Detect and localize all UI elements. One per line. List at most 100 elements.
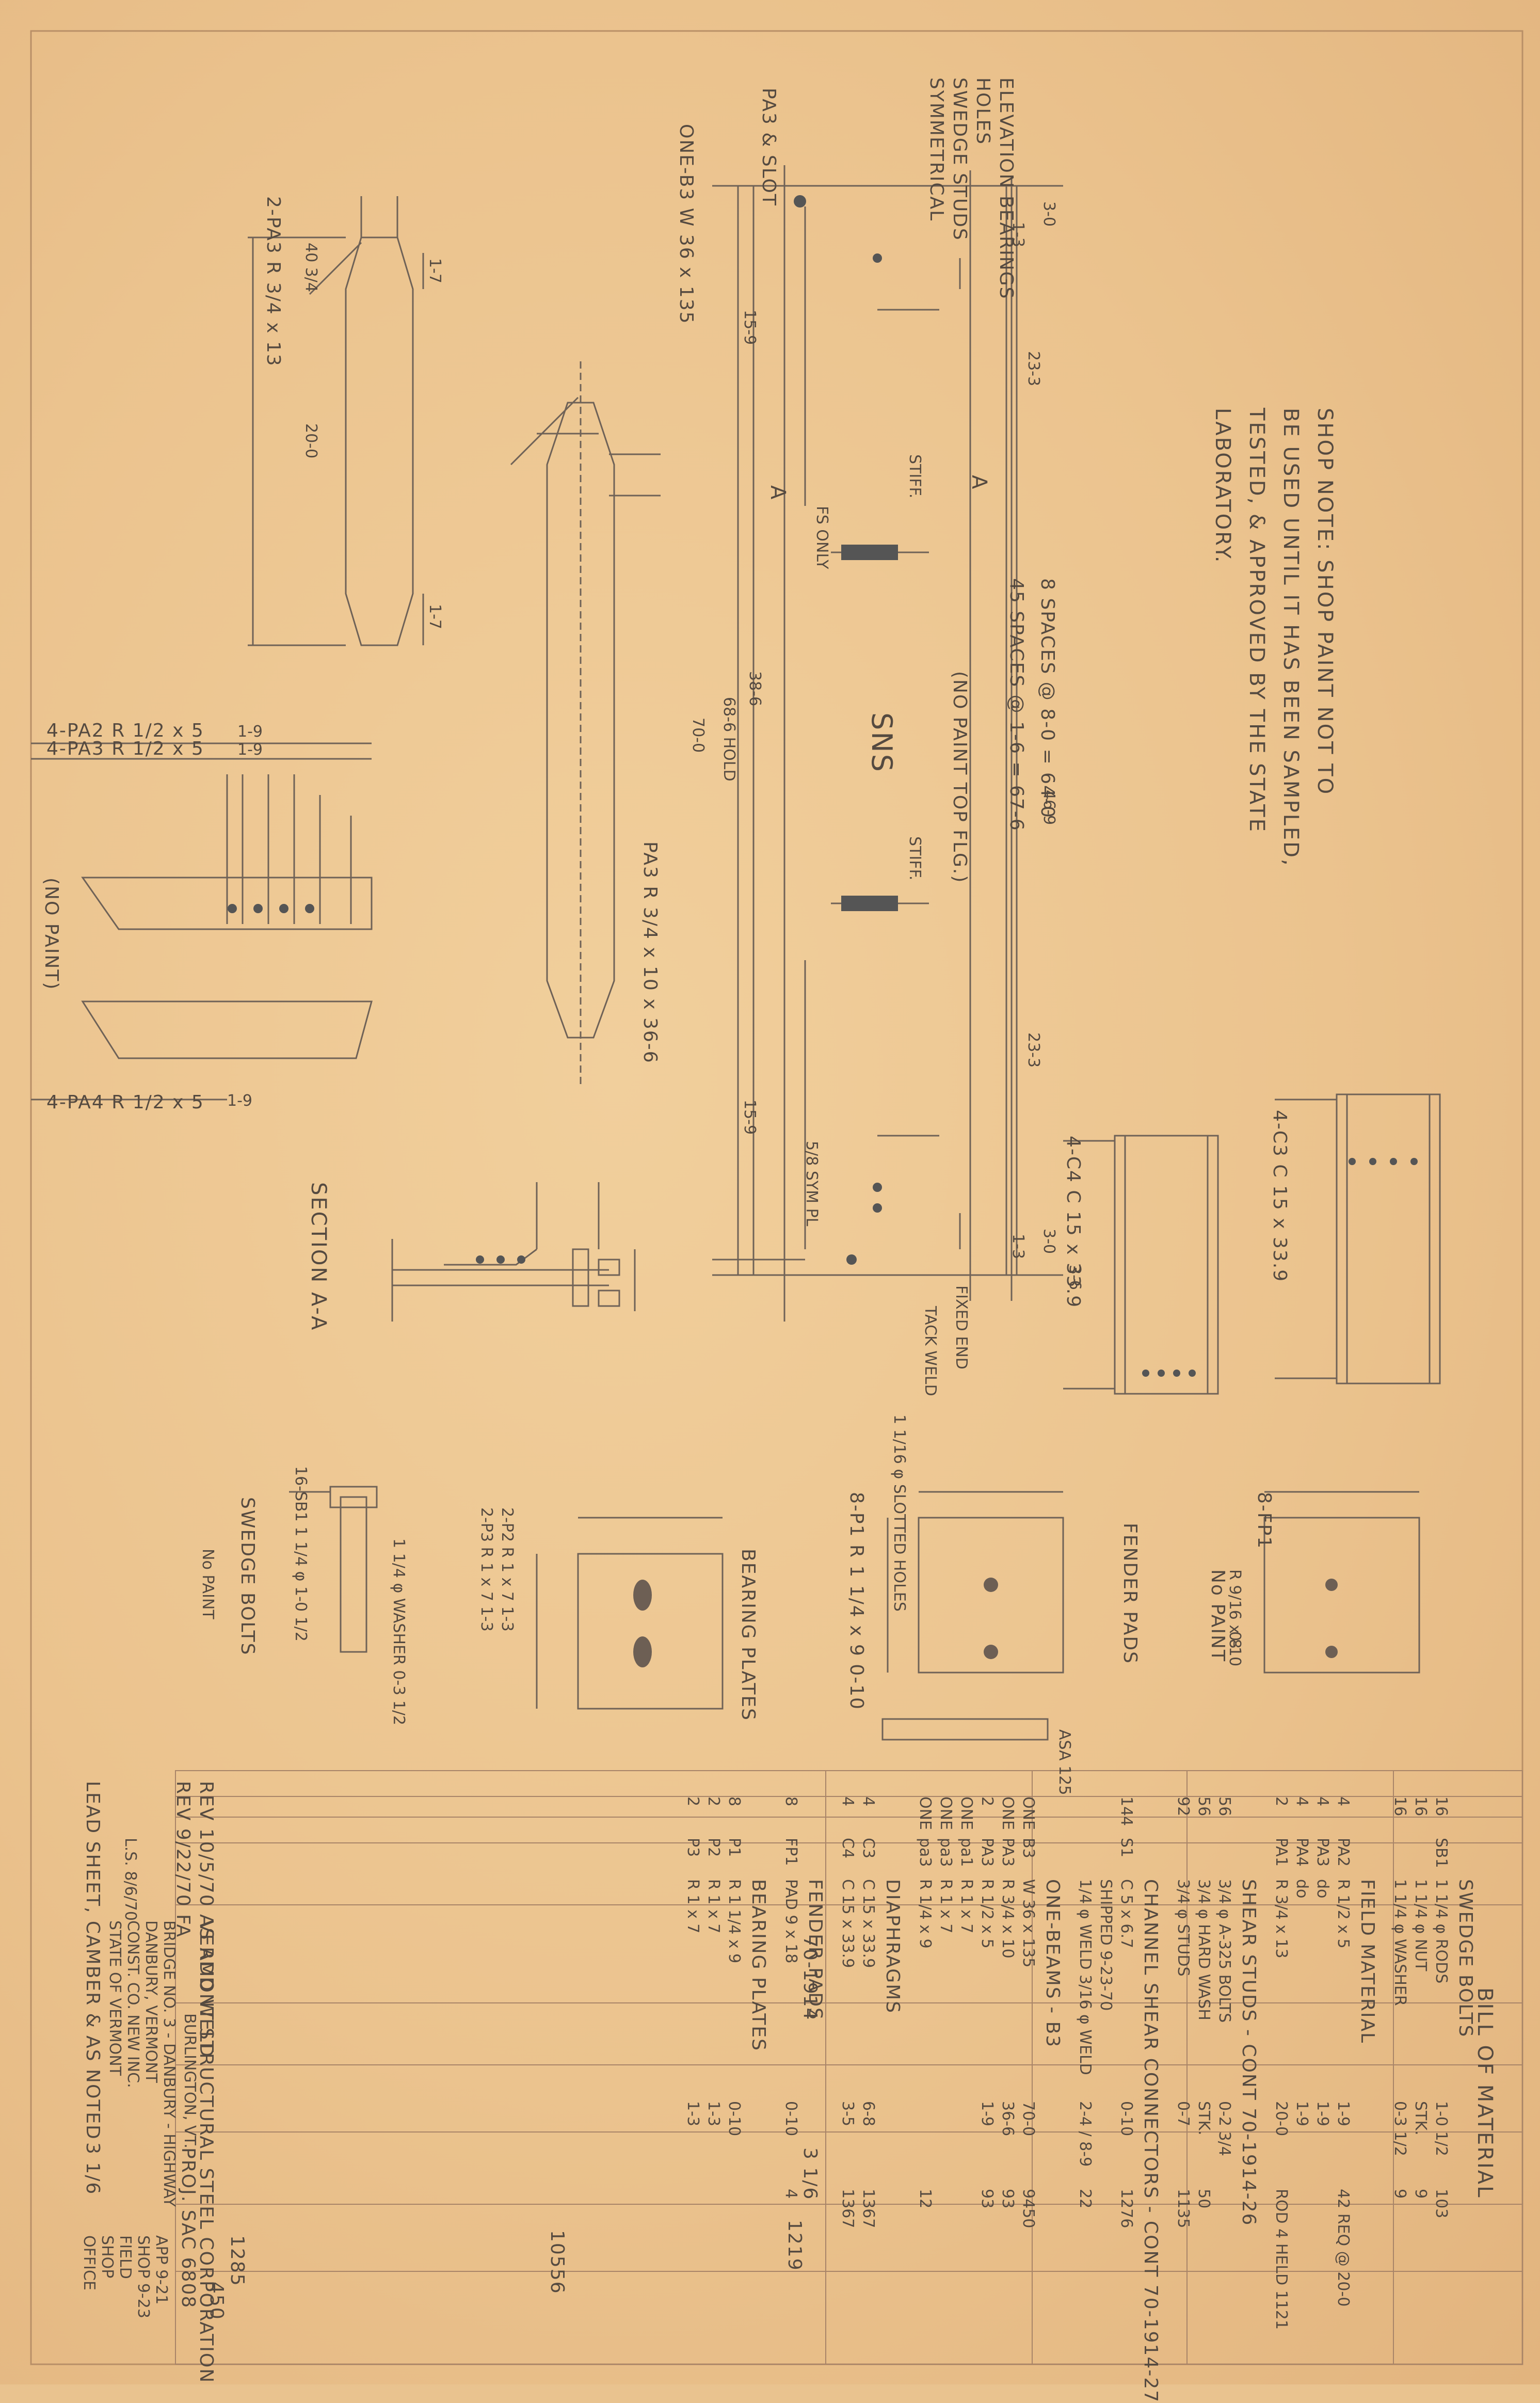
bill-cell: 2 bbox=[1272, 1796, 1290, 1807]
bill-section-heading: FIELD MATERIAL bbox=[1357, 1879, 1378, 2044]
swedge-label: SWEDGE BOLTS bbox=[237, 1497, 258, 1656]
bill-cell: 1 1/4 φ WASHER bbox=[1391, 1879, 1409, 2006]
bill-section-heading: CHANNEL SHEAR CONNECTORS - CONT 70-1914-… bbox=[1140, 1879, 1161, 2403]
bill-cell: ONE bbox=[916, 1796, 934, 1831]
pa-lower-label: 4-PA4 R 1/2 x 5 bbox=[46, 1092, 204, 1113]
bill-title: BILL OF MATERIAL bbox=[1473, 1987, 1497, 2199]
bill-cell: B3 bbox=[1019, 1838, 1037, 1858]
bill-cell: PA1 bbox=[1272, 1838, 1290, 1867]
bill-cell: 1135 bbox=[1174, 2189, 1192, 2229]
bill-cell: pa3 bbox=[937, 1838, 955, 1867]
bill-cell: C 15 x 33.9 bbox=[859, 1879, 877, 1968]
pa3-dim-top: 1-7 bbox=[426, 258, 444, 283]
bill-section-heading: SWEDGE BOLTS bbox=[1455, 1879, 1476, 2038]
bill-cell: FP1 bbox=[782, 1838, 800, 1866]
bill-cell: 9 bbox=[1411, 2189, 1430, 2199]
pa3-dim-bottom: 1-7 bbox=[426, 604, 444, 629]
pa3-plate-detail bbox=[248, 196, 424, 646]
bill-cell: 20-0 bbox=[1272, 2101, 1290, 2137]
pa-plate-bolts bbox=[228, 904, 314, 913]
channel-left-label: 4-C4 C 15 x 33.9 bbox=[1063, 1136, 1084, 1309]
approval-2: SHOP 9-23 bbox=[134, 2235, 152, 2318]
beam-no-paint: (NO PAINT TOP FLG.) bbox=[949, 671, 970, 884]
bill-cell: 1/4 φ WELD 3/16 φ WELD bbox=[1076, 1879, 1094, 2075]
fender-pad-detail bbox=[881, 1491, 1064, 1741]
pa-upper-label: 4-PA2 R 1/2 x 5 bbox=[46, 720, 204, 741]
bill-cell: 56 bbox=[1215, 1796, 1233, 1817]
bill-cell: SB1 bbox=[1432, 1838, 1450, 1868]
beam-top-label-2: HOLES bbox=[972, 77, 993, 146]
pa-upper2-label: 4-PA3 R 1/2 x 5 bbox=[46, 738, 204, 759]
bill-cell: 0-2 3/4 bbox=[1215, 2101, 1233, 2156]
bill-cell: PA4 bbox=[1293, 1838, 1311, 1867]
shop-note-line-2: BE USED UNTIL IT HAS BEEN SAMPLED, bbox=[1279, 408, 1303, 867]
drawn-by: L.S. 8/6/70 bbox=[121, 1838, 139, 1921]
beam-dim-4: 8 SPACES @ 8-0 = 64-0 bbox=[1037, 578, 1058, 819]
bill-cell: PAD 9 x 18 bbox=[782, 1879, 800, 1964]
bill-cell: PA3 bbox=[978, 1838, 996, 1867]
bill-cell: R 1/4 x 9 bbox=[916, 1879, 934, 1949]
bill-cell: STK. bbox=[1411, 2101, 1430, 2136]
bill-cell: C 15 x 33.9 bbox=[839, 1879, 857, 1968]
bill-cell: 1-9 bbox=[1293, 2101, 1311, 2126]
beam-dim-12: 1-3 bbox=[1009, 1234, 1027, 1259]
bearing-plate-2 bbox=[1263, 1491, 1420, 1674]
fpl-label: 8-FP1 bbox=[1254, 1492, 1275, 1550]
bill-cell: 1-9 bbox=[978, 2101, 996, 2126]
bill-cell: PA3 bbox=[999, 1838, 1017, 1867]
beam-stiff-2: STIFF. bbox=[906, 836, 924, 881]
beam-stiff-1: STIFF. bbox=[906, 454, 924, 499]
bill-cell: 16 bbox=[1432, 1796, 1450, 1817]
beam-dim-1: 1-3 bbox=[1009, 222, 1027, 247]
bill-cell: 3/4 φ HARD WASH bbox=[1195, 1879, 1213, 2020]
bill-cell: 9450 bbox=[1019, 2189, 1037, 2229]
bill-section-heading: FENDER PADS bbox=[805, 1879, 826, 2020]
bill-of-material-grid bbox=[175, 1770, 1523, 2365]
fender-pad-holes bbox=[984, 1578, 998, 1659]
fpl-len: 0-10 bbox=[1226, 1631, 1244, 1667]
bill-section-heading: BEARING PLATES bbox=[748, 1879, 769, 2051]
beam-dim-0: 3-0 bbox=[1040, 201, 1058, 227]
bearing-plate-holes bbox=[633, 1580, 652, 1667]
bill-section-heading: SHEAR STUDS - CONT 70-1914-26 bbox=[1238, 1879, 1259, 2226]
bill-cell: ONE bbox=[957, 1796, 975, 1831]
bill-cell: P2 bbox=[704, 1838, 723, 1857]
bill-cell: 8 bbox=[782, 1796, 800, 1807]
sb-label: 16-SB1 1 1/4 φ 1-0 1/2 bbox=[292, 1466, 310, 1642]
beam-dim-6: 46-9 bbox=[1040, 790, 1058, 825]
bill-sheet-no: 3 1/6 bbox=[799, 2147, 821, 2201]
order-number: PROJ. SAC 6808 bbox=[178, 2147, 199, 2309]
channel-detail-right bbox=[1275, 1093, 1441, 1384]
bearing-plate-detail bbox=[536, 1517, 724, 1710]
bill-cell: R 1/2 x 5 bbox=[978, 1879, 996, 1949]
bill-cell: STK. bbox=[1195, 2101, 1213, 2136]
bill-cell: 0-10 bbox=[725, 2101, 743, 2137]
beam-dim-7: 38-6 bbox=[746, 671, 764, 707]
beam-top-label-4: SYMMETRICAL bbox=[926, 77, 947, 222]
pa3-length: 20-0 bbox=[302, 423, 320, 459]
pa-plates-detail bbox=[31, 742, 373, 1101]
bill-cell: 56 bbox=[1195, 1796, 1213, 1817]
channel-right-label: 4-C3 C 15 x 33.9 bbox=[1269, 1110, 1290, 1283]
bill-cell: 1-3 bbox=[684, 2101, 702, 2126]
bill-cell: R 1 x 7 bbox=[937, 1879, 955, 1934]
bill-cell: 2-4 / 8-9 bbox=[1076, 2101, 1094, 2167]
bill-cell: 2 bbox=[978, 1796, 996, 1807]
beam-dim-8: 68-6 HOLD bbox=[720, 697, 738, 782]
bill-cell: SHIPPED 9-23-70 bbox=[1097, 1879, 1115, 2011]
bill-total-1: 1219 bbox=[784, 2220, 805, 2271]
beam-elevation bbox=[712, 165, 1063, 1322]
bill-cell: 1-0 1/2 bbox=[1432, 2101, 1450, 2156]
bp1-label: 8-P1 R 1 1/4 x 9 0-10 bbox=[846, 1492, 867, 1710]
bill-section-heading: DIAPHRAGMS bbox=[882, 1879, 903, 2014]
beam-stud-rows bbox=[841, 545, 898, 911]
fender-pads-label: FENDER PADS bbox=[1119, 1523, 1141, 1664]
shop-note-line-1: SHOP NOTE: SHOP PAINT NOT TO bbox=[1313, 408, 1337, 796]
bill-cell: 1-3 bbox=[704, 2101, 723, 2126]
beam-pa3-slot: PA3 & SLOT bbox=[758, 88, 779, 206]
asa-label: ASA 125 bbox=[1055, 1729, 1073, 1795]
beam-dim-9: 70-0 bbox=[689, 718, 707, 753]
bill-cell: pa3 bbox=[916, 1838, 934, 1867]
